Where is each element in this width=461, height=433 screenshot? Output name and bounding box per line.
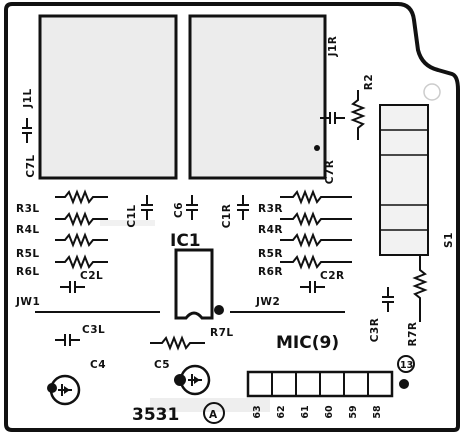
- connector-pin-label: 61: [300, 405, 311, 418]
- label-IC1: IC1: [170, 231, 201, 251]
- label-R6R: R6R: [258, 266, 283, 278]
- label-JW2: JW2: [255, 296, 280, 308]
- label-R7L: R7L: [210, 327, 234, 339]
- board-part-number: 3531: [132, 405, 179, 425]
- label-R7R: R7R: [407, 322, 419, 347]
- label-C2L: C2L: [80, 270, 103, 282]
- connector-pin-label: 62: [276, 405, 287, 418]
- connector-pad-dividers: [271, 372, 369, 396]
- connector-pin-label: 60: [324, 405, 335, 419]
- pin-marker-number: 13: [400, 360, 413, 371]
- label-R4R: R4R: [258, 224, 283, 236]
- relay-J1L: [38, 14, 178, 180]
- resistors: [55, 90, 428, 351]
- label-C7R: C7R: [324, 160, 336, 185]
- label-R2: R2: [363, 74, 375, 90]
- label-C1L: C1L: [126, 204, 138, 227]
- label-R4L: R4L: [16, 224, 40, 236]
- label-C3R: C3R: [369, 318, 381, 343]
- revision-circle: [203, 402, 225, 424]
- label-C1R: C1R: [221, 204, 233, 229]
- label-C2R: C2R: [320, 270, 345, 282]
- label-R6L: R6L: [16, 266, 40, 278]
- label-C5: C5: [154, 359, 170, 371]
- net-label-mic: MIC(9): [276, 333, 339, 353]
- label-R3L: R3L: [16, 203, 40, 215]
- label-J1R: J1R: [327, 36, 339, 58]
- relay-J1R-dot: [314, 145, 320, 151]
- label-J1L: J1L: [22, 88, 34, 108]
- label-C7L: C7L: [25, 154, 37, 177]
- connector-pin-label: 59: [348, 405, 359, 418]
- pin-marker-circle: [397, 355, 415, 373]
- label-R5L: R5L: [16, 248, 40, 260]
- connector-pin-label: 58: [372, 405, 383, 419]
- component-C5: [174, 364, 211, 396]
- label-C6: C6: [173, 202, 185, 218]
- ic-pin1-marker: [214, 305, 224, 315]
- switch-S1: [379, 104, 429, 256]
- relay-J1R: [188, 14, 327, 180]
- label-C3L: C3L: [82, 324, 105, 336]
- label-S1: S1: [443, 232, 455, 248]
- board-revision: A: [209, 409, 218, 421]
- label-R3R: R3R: [258, 203, 283, 215]
- ic-IC1: [174, 248, 214, 320]
- label-C4: C4: [90, 359, 106, 371]
- connector-pin-dot: [399, 379, 409, 389]
- label-R5R: R5R: [258, 248, 283, 260]
- label-JW1: JW1: [15, 296, 40, 308]
- connector-pin-labels: 63 62 61 60 59 58: [252, 405, 383, 419]
- component-C4: [47, 374, 81, 406]
- connector-pin-label: 63: [252, 405, 263, 418]
